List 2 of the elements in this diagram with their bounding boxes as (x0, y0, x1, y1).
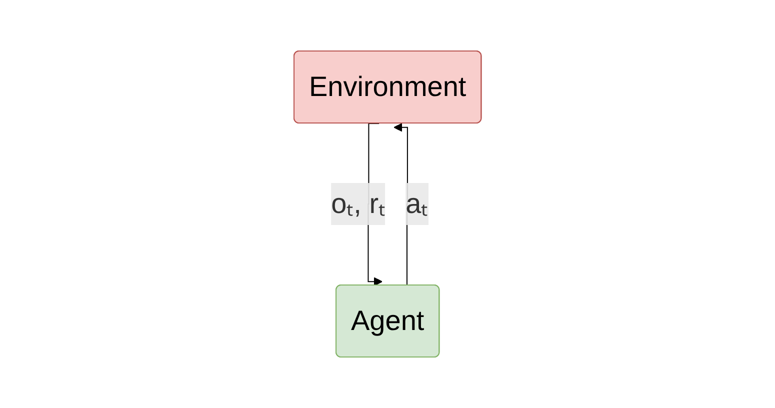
edge-label: oₜ, rₜ (331, 188, 386, 219)
edge-label: aₜ (405, 188, 428, 219)
